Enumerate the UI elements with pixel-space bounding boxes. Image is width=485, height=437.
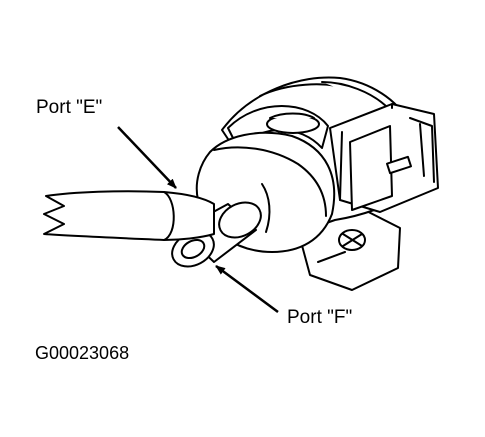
port-f-label: Port "F" [287,307,353,328]
port-e-label: Port "E" [36,97,103,118]
port-f-arrow [215,264,279,314]
port-e-hose [43,190,215,241]
electrical-connector [329,103,439,213]
ring-clamp [227,105,329,149]
figure-id-label: G00023068 [35,343,130,363]
port-e-arrow [117,126,177,189]
